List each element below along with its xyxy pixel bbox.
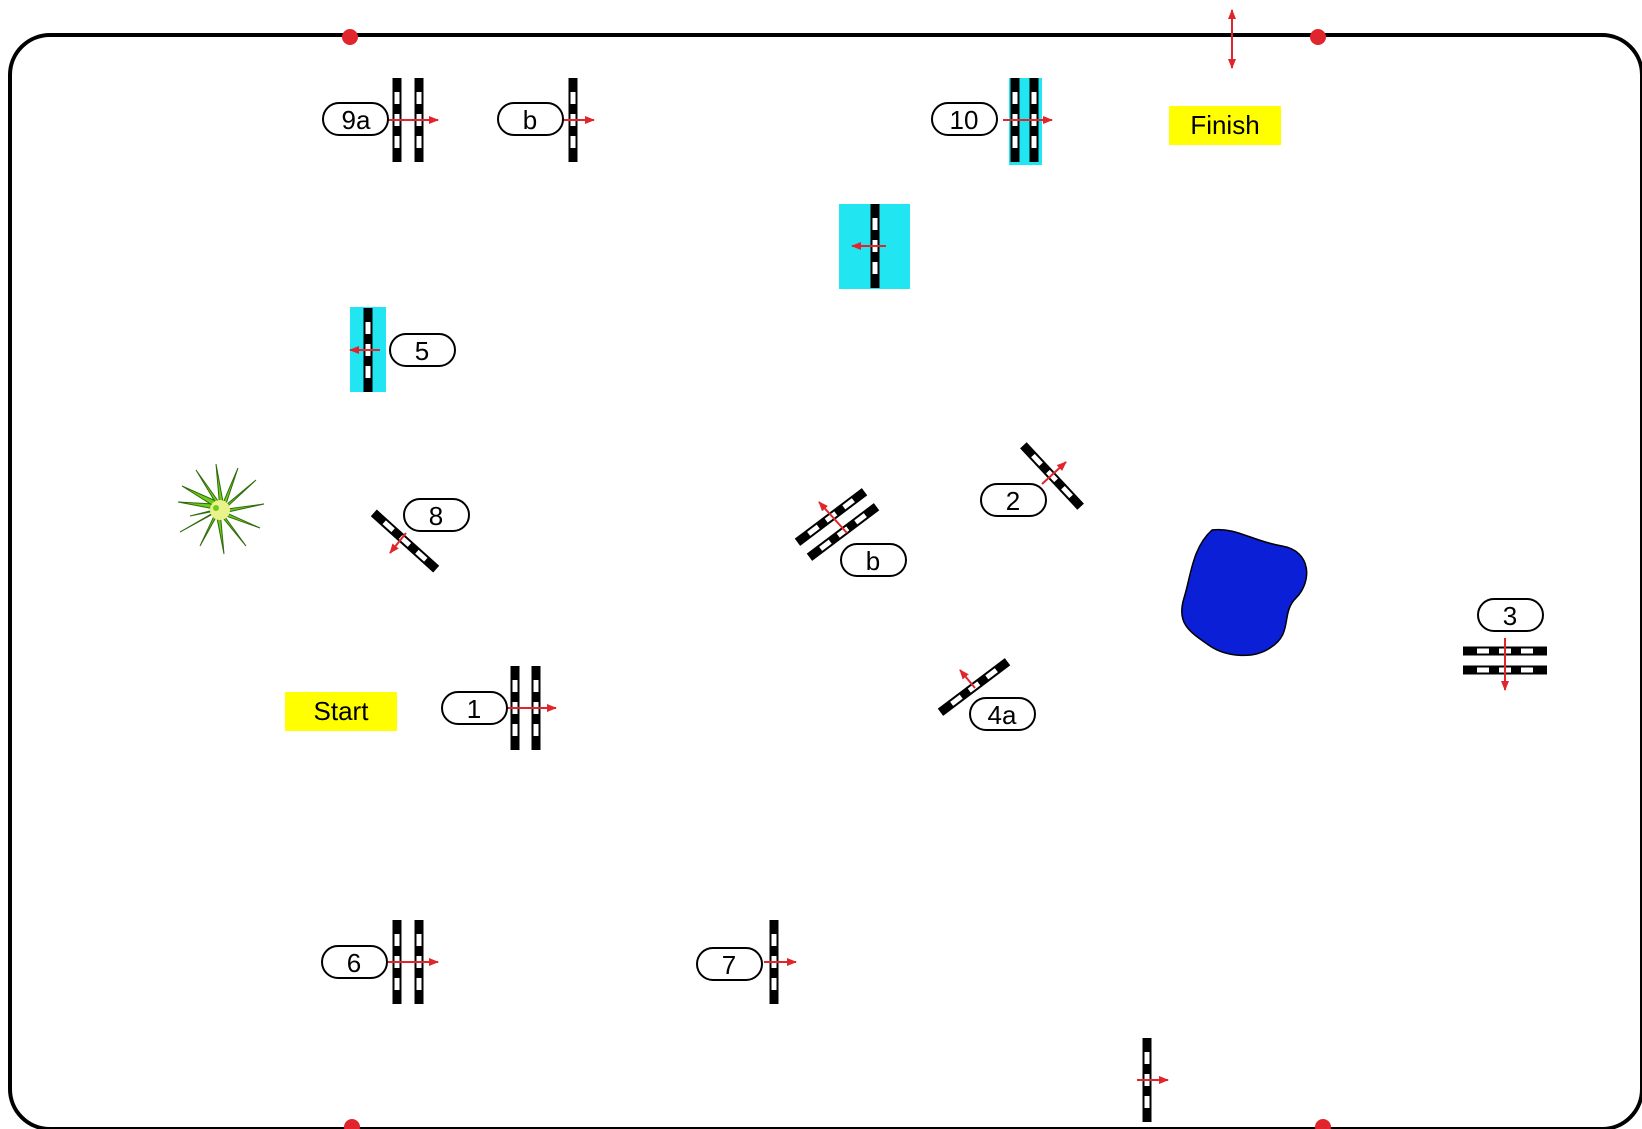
jump-2: 2: [981, 442, 1084, 516]
water-jump: [839, 204, 910, 289]
finish-label-text: Finish: [1190, 110, 1259, 140]
jump-4b-number: b: [866, 546, 880, 576]
practice-jump: [1137, 1038, 1168, 1122]
arena-marker: [1315, 1119, 1331, 1129]
jump-8-number: 8: [429, 501, 443, 531]
start-label: Start: [285, 692, 397, 731]
jump-5: 5: [350, 307, 455, 392]
jump-4a: 4a: [938, 658, 1035, 730]
jump-9a-number: 9a: [342, 105, 371, 135]
pond: [1182, 530, 1307, 656]
jump-5-number: 5: [415, 336, 429, 366]
arena-marker: [342, 29, 358, 45]
jump-10: 10: [932, 78, 1052, 165]
jump-3: 3: [1463, 599, 1547, 690]
jump-6: 6: [322, 920, 438, 1004]
jump-9a: 9a: [323, 78, 438, 162]
jump-4a-number: 4a: [988, 700, 1017, 730]
jump-10-number: 10: [950, 105, 979, 135]
jump-7-number: 7: [722, 950, 736, 980]
jump-7: 7: [697, 920, 796, 1004]
arena-boundary: [10, 35, 1642, 1129]
jump-1-number: 1: [467, 694, 481, 724]
jump-3-number: 3: [1503, 601, 1517, 631]
jump-1: 1: [442, 666, 556, 750]
jump-8: 8: [371, 499, 469, 572]
arena-marker: [344, 1119, 360, 1129]
jump-2-number: 2: [1006, 486, 1020, 516]
jump-6-number: 6: [347, 948, 361, 978]
start-label-text: Start: [314, 696, 370, 726]
jump-9b-number: b: [523, 105, 537, 135]
jump-9b: b: [498, 78, 594, 162]
bush-icon: [178, 464, 264, 554]
arena-marker: [1310, 29, 1326, 45]
jump-4b: b: [795, 488, 906, 576]
finish-label: Finish: [1169, 106, 1281, 145]
